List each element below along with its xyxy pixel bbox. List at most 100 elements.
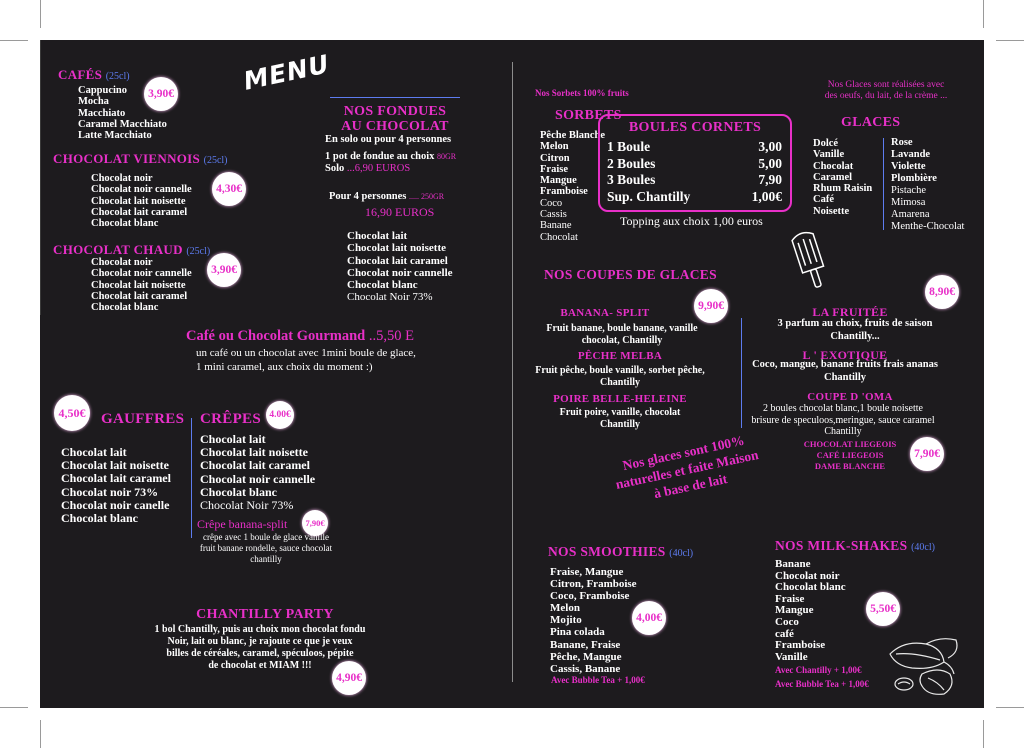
description-line: 3 parfum au choix, fruits de saison — [777, 318, 933, 329]
list-item: Chocolat lait — [347, 230, 408, 242]
list-item: Chocolat blanc — [61, 511, 139, 526]
list-item: Coco — [775, 615, 799, 628]
crop-mark — [996, 707, 1024, 708]
list-item: Cassis — [540, 209, 567, 221]
list-item: Chocolat noir — [775, 569, 840, 582]
fondues-list: Chocolat lait Chocolat lait noisette Cho… — [347, 230, 453, 304]
boules-price: 7,90 — [758, 172, 782, 187]
fondues-title-line: AU CHOCOLAT — [341, 119, 449, 134]
list-item: Chocolat blanc — [347, 279, 418, 292]
cafes-price-badge: 3,90€ — [144, 77, 178, 111]
list-item: Chocolat lait noisette — [200, 445, 308, 460]
list-item: Chocolat noir cannelle — [347, 266, 453, 279]
poire-helene-title: POIRE BELLE-HELEINE — [553, 393, 687, 405]
poire-helene-description: Fruit poire, vanille, chocolat Chantilly — [535, 407, 705, 431]
list-item: Chocolat lait caramel — [347, 254, 448, 267]
boules-price: 1,00€ — [751, 188, 782, 204]
list-item: Mimosa — [891, 197, 926, 208]
milkshakes-title-text: NOS MILK-SHAKES — [775, 538, 908, 553]
list-item: Violette — [891, 161, 926, 172]
gauffres-list: Chocolat lait Chocolat lait noisette Cho… — [61, 445, 171, 526]
boules-label: Sup. Chantilly — [607, 188, 691, 204]
milkshakes-extra-1: Avec Chantilly + 1,00€ — [775, 665, 862, 675]
smoothies-size: (40cl) — [669, 548, 694, 559]
list-item: Rhum Raisin — [813, 183, 873, 195]
fondues-four-label: Pour 4 personnes — [329, 191, 407, 202]
list-item: Banane — [775, 558, 811, 570]
edge-line — [40, 40, 41, 315]
list-item: CAFÉ LIEGEOIS — [816, 450, 884, 460]
oma-title: COUPE D 'OMA — [807, 391, 893, 403]
list-item: Amarena — [891, 209, 930, 220]
boules-price: 5,00 — [758, 155, 782, 171]
crop-mark — [983, 0, 984, 28]
crop-mark — [40, 720, 41, 748]
fold-divider — [512, 62, 513, 682]
boules-label: 2 Boules — [607, 155, 656, 171]
milkshakes-list: Banane Chocolat noir Chocolat blanc Frai… — [775, 558, 846, 663]
chaud-size: (25cl) — [186, 246, 211, 257]
list-item: Coco — [540, 197, 563, 209]
viennois-list: Chocolat noir Chocolat noir cannelle Cho… — [91, 173, 192, 229]
glaces-title: GLACES — [841, 115, 901, 130]
list-item: Framboise — [775, 639, 826, 652]
milkshakes-size: (40cl) — [911, 542, 935, 553]
fondues-four-price: 16,90 EUROS — [365, 205, 435, 219]
list-item: Chocolat blanc — [200, 484, 278, 499]
fondues-solo: Solo ...6,90 EUROS — [325, 163, 410, 175]
list-item: Pêche, Mangue — [550, 650, 622, 663]
coupes-price-badge-3: 7,90€ — [910, 437, 944, 471]
glaces-note: Nos Glaces sont réalisées avec des oeufs… — [806, 80, 966, 102]
description-line: chantilly — [250, 554, 282, 564]
fondues-pot-text: 1 pot de fondue au choix — [325, 151, 435, 162]
list-item: Banane, Fraise — [550, 638, 621, 651]
crepes-price-badge: 4.00€ — [266, 401, 294, 429]
coupes-rule — [741, 318, 742, 428]
description-line: Coco, mangue, banane fruits frais ananas — [752, 359, 938, 370]
viennois-title-text: CHOCOLAT VIENNOIS — [53, 151, 201, 166]
list-item: Chocolat noir — [91, 257, 153, 268]
slogan: Nos glaces sont 100% naturelles et faite… — [612, 433, 762, 502]
fondues-solo-price: ...6,90 EUROS — [346, 163, 411, 174]
popsicle-icon — [791, 231, 825, 288]
cocoa-pod-icon — [889, 638, 958, 695]
description-line: Chantilly — [823, 371, 866, 383]
list-item: Chocolat lait — [200, 432, 266, 446]
list-item: Mocha — [78, 96, 109, 108]
list-item: Chocolat lait — [61, 445, 127, 459]
cafes-title: CAFÉS (25cl) — [58, 67, 130, 83]
list-item: Citron, Framboise — [550, 578, 637, 591]
list-item: Chocolat lait noisette — [61, 458, 169, 473]
description-line: brisure de speculoos,meringue, sauce car… — [751, 414, 935, 426]
fondues-solo-label: Solo — [325, 163, 345, 174]
viennois-size: (25cl) — [203, 155, 228, 166]
gourmand-price: ..5,50 E — [368, 328, 414, 344]
gauffres-title: GAUFFRES — [101, 411, 185, 427]
list-item: Cassis, Banane — [550, 662, 621, 675]
description-line: chocolat, Chantilly — [581, 335, 663, 346]
smoothies-price-badge: 4,00€ — [632, 601, 666, 635]
milkshakes-title: NOS MILK-SHAKES (40cl) — [775, 538, 935, 554]
description-line: Chantilly — [599, 419, 640, 430]
gourmand-description: un café ou un chocolat avec 1mini boule … — [196, 346, 416, 374]
glaces-rule — [883, 138, 884, 230]
crepe-banana-title: Crêpe banana-split — [197, 517, 288, 531]
crepe-banana-description: crêpe avec 1 boule de glace vanille frui… — [186, 532, 346, 565]
description-line: Fruit pêche, boule vanille, sorbet pêche… — [535, 365, 705, 376]
coupes-price-badge-2: 8,90€ — [925, 275, 959, 309]
coupes-title: NOS COUPES DE GLACES — [544, 267, 717, 282]
list-item: Framboise — [540, 186, 588, 198]
list-item: Caramel Macchiato — [78, 118, 167, 130]
list-item: Chocolat lait caramel — [91, 290, 188, 302]
list-item: Chocolat blanc — [91, 302, 159, 314]
fruitee-description: 3 parfum au choix, fruits de saison Chan… — [755, 318, 955, 343]
topping-note: Topping aux choix 1,00 euros — [620, 214, 763, 228]
crepes-rule — [191, 418, 192, 538]
exotique-title: L ' EXOTIQUE — [802, 348, 888, 362]
list-item: Mangue — [540, 175, 577, 187]
boules-row: 2 Boules 5,00 — [607, 156, 782, 173]
chaud-list: Chocolat noir Chocolat noir cannelle Cho… — [91, 257, 192, 313]
crepes-list: Chocolat lait Chocolat lait noisette Cho… — [200, 432, 315, 512]
list-item: Fraise — [775, 592, 805, 605]
